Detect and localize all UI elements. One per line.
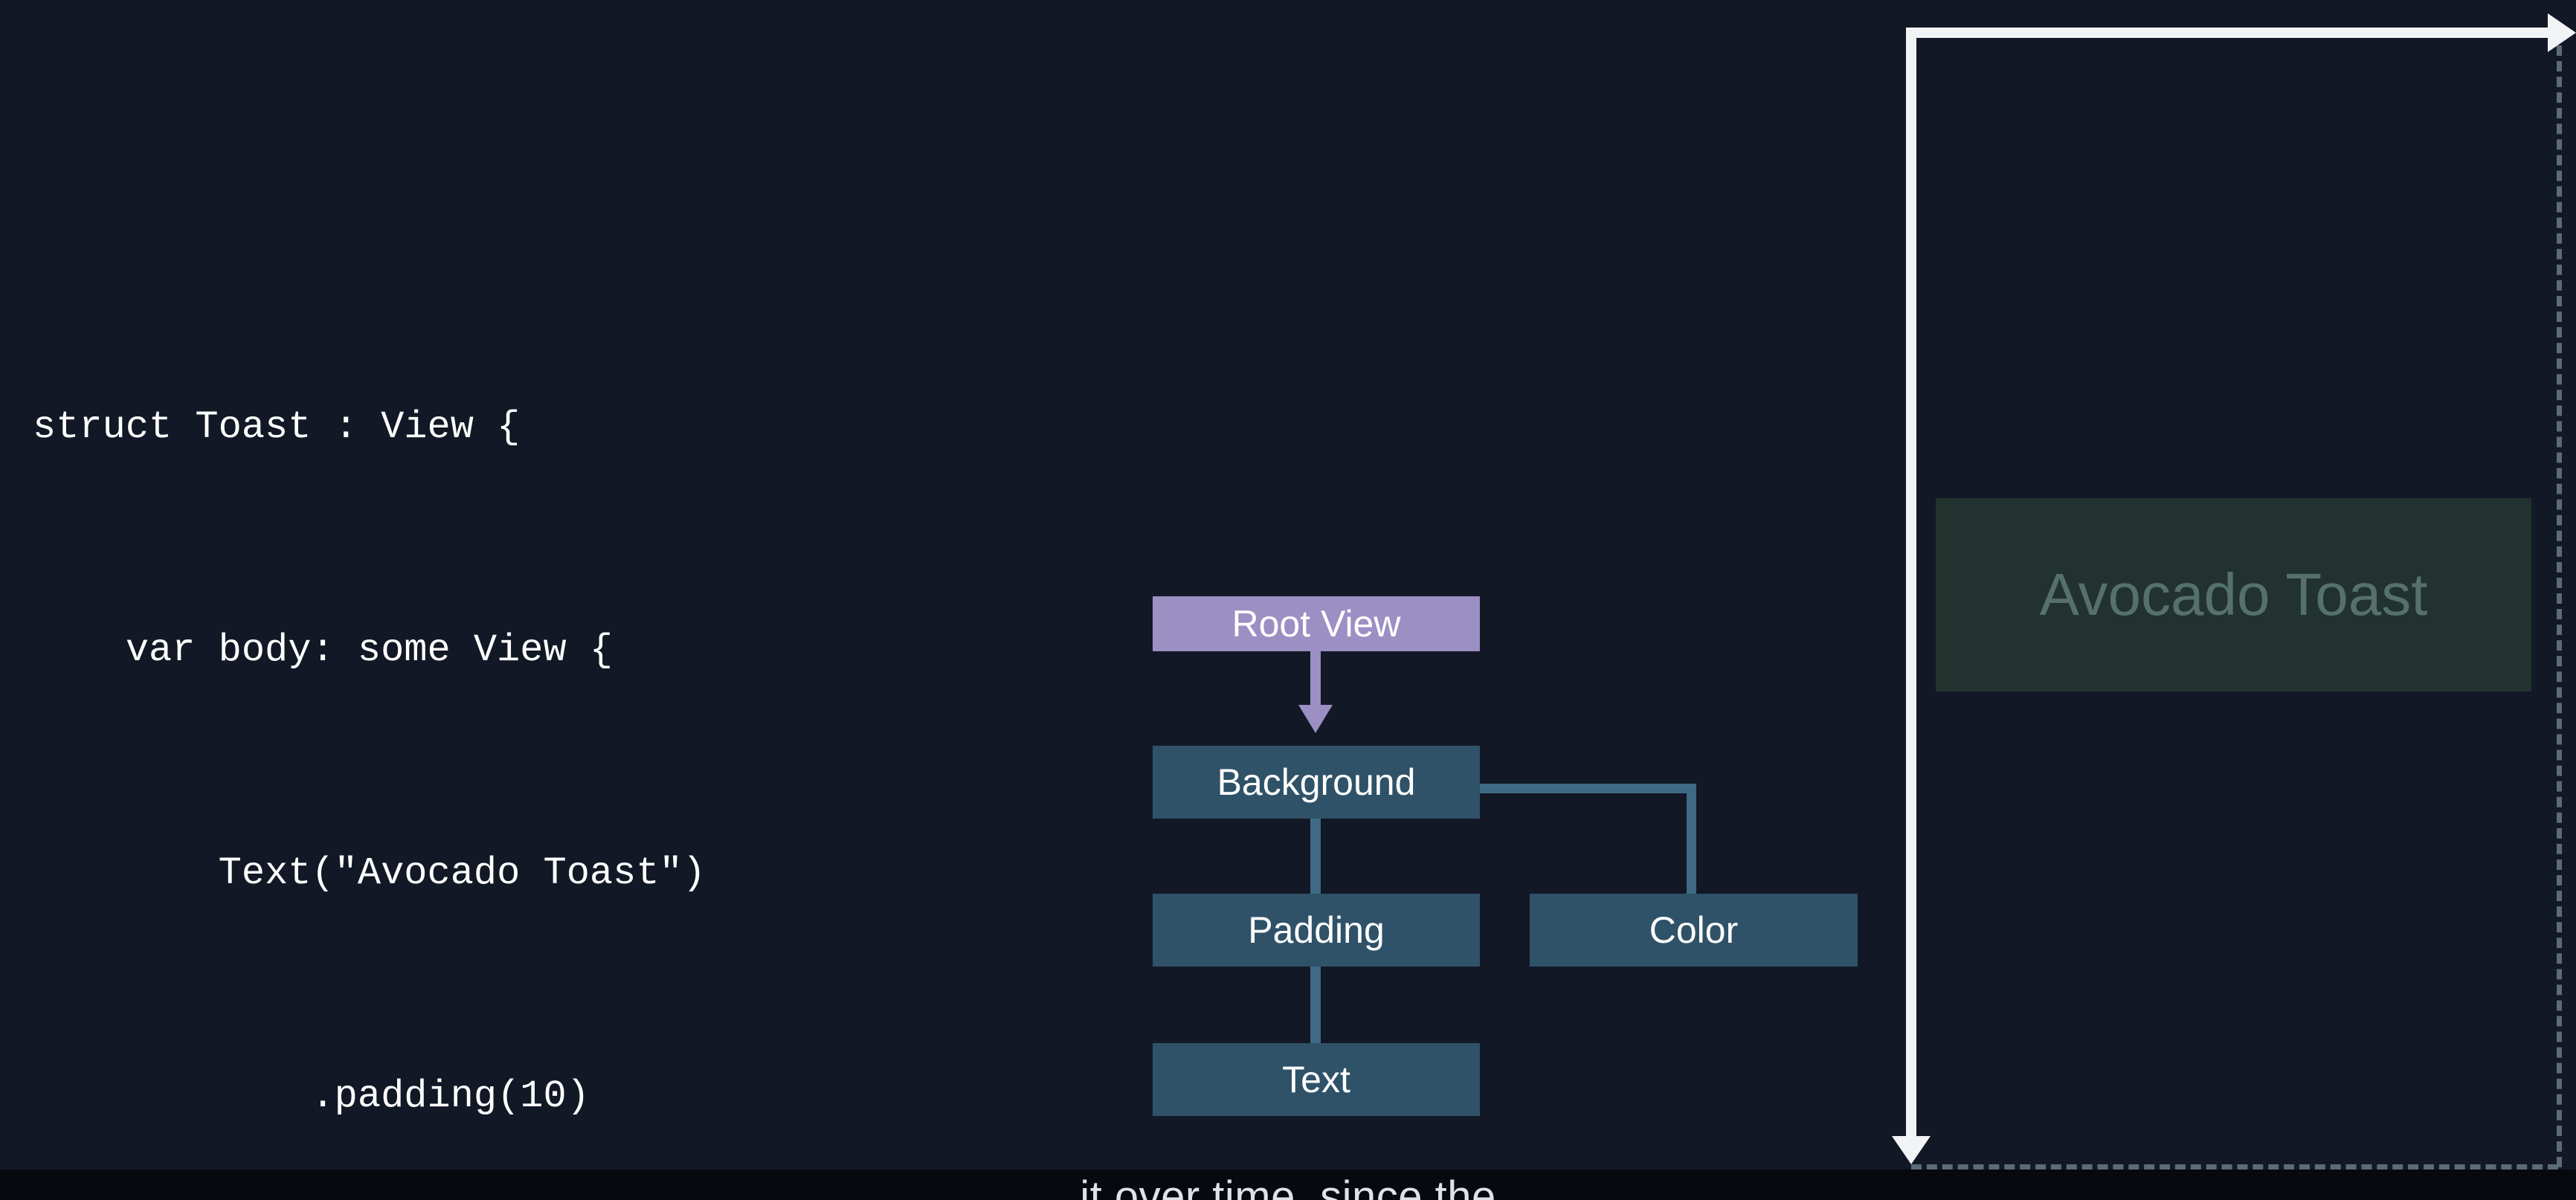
diagram-node-padding[interactable]: Padding (1153, 894, 1480, 967)
diagram-node-label: Color (1649, 909, 1739, 951)
edge-background-to-color-horizontal (1480, 784, 1696, 793)
bottom-caption: it over time, since the (1080, 1172, 1496, 1200)
edge-background-to-color-vertical (1687, 784, 1696, 895)
diagram-node-label: Background (1217, 761, 1416, 803)
axis-horizontal-width (1906, 28, 2558, 38)
edge-root-to-background-arrowhead (1298, 705, 1333, 733)
code-line: struct Toast : View { (33, 405, 521, 449)
code-line: .padding(10) (33, 1074, 590, 1118)
diagram-node-label: Root View (1231, 603, 1401, 645)
diagram-node-root-view[interactable]: Root View (1153, 596, 1480, 651)
axis-arrow-down-icon (1892, 1136, 1931, 1164)
diagram-node-background[interactable]: Background (1153, 746, 1480, 819)
diagram-node-label: Text (1282, 1059, 1350, 1100)
code-line: Text("Avocado Toast") (33, 851, 706, 895)
axis-vertical-height (1906, 28, 1916, 1139)
edge-background-to-padding (1310, 818, 1321, 895)
guide-line-horizontal-dashed (1911, 1164, 2558, 1170)
code-line: var body: some View { (33, 628, 614, 672)
guide-line-vertical-dashed (2557, 30, 2562, 1167)
diagram-node-text[interactable]: Text (1153, 1043, 1480, 1116)
axis-arrow-right-icon (2548, 13, 2576, 52)
toast-preview-label: Avocado Toast (2039, 561, 2428, 628)
toast-preview-box[interactable]: Avocado Toast (1936, 498, 2531, 691)
edge-padding-to-text (1310, 965, 1321, 1044)
diagram-node-color[interactable]: Color (1530, 894, 1858, 967)
diagram-node-label: Padding (1248, 909, 1385, 951)
edge-root-to-background-stem (1310, 650, 1321, 705)
code-block: struct Toast : View { var body: some Vie… (33, 242, 868, 1200)
bottom-band (0, 1170, 2576, 1200)
